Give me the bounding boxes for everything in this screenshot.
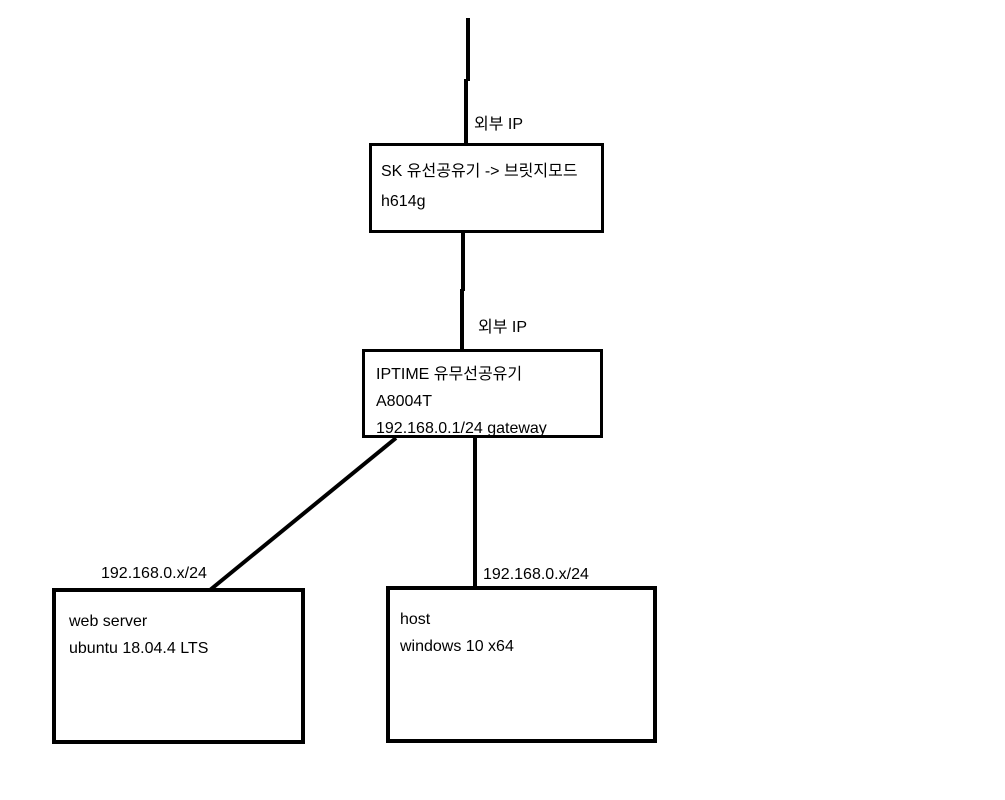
- node-iptime-router: IPTIME 유무선공유기 A8004T 192.168.0.1/24 gate…: [362, 349, 603, 438]
- sk-router-model: h614g: [381, 193, 426, 210]
- edge-label-wan-ip-mid: 외부 IP: [478, 319, 528, 336]
- edge-label-lan-ip-webserver: 192.168.0.x/24: [101, 565, 207, 582]
- node-host: host windows 10 x64: [386, 586, 657, 743]
- edge-label-lan-ip-host: 192.168.0.x/24: [483, 566, 589, 583]
- node-web-server: web server ubuntu 18.04.4 LTS: [52, 588, 305, 744]
- sk-router-title: SK 유선공유기 -> 브릿지모드: [381, 163, 578, 180]
- edge-label-wan-ip-top: 외부 IP: [474, 116, 524, 133]
- host-os: windows 10 x64: [400, 638, 514, 655]
- iptime-router-gateway: 192.168.0.1/24 gateway: [376, 420, 547, 437]
- web-server-title: web server: [69, 613, 148, 630]
- host-title: host: [400, 611, 431, 628]
- iptime-router-model: A8004T: [376, 393, 433, 410]
- web-server-os: ubuntu 18.04.4 LTS: [69, 640, 209, 657]
- node-sk-router: SK 유선공유기 -> 브릿지모드 h614g: [369, 143, 604, 233]
- iptime-router-title: IPTIME 유무선공유기: [376, 366, 523, 383]
- webserver-link-line: [208, 436, 398, 592]
